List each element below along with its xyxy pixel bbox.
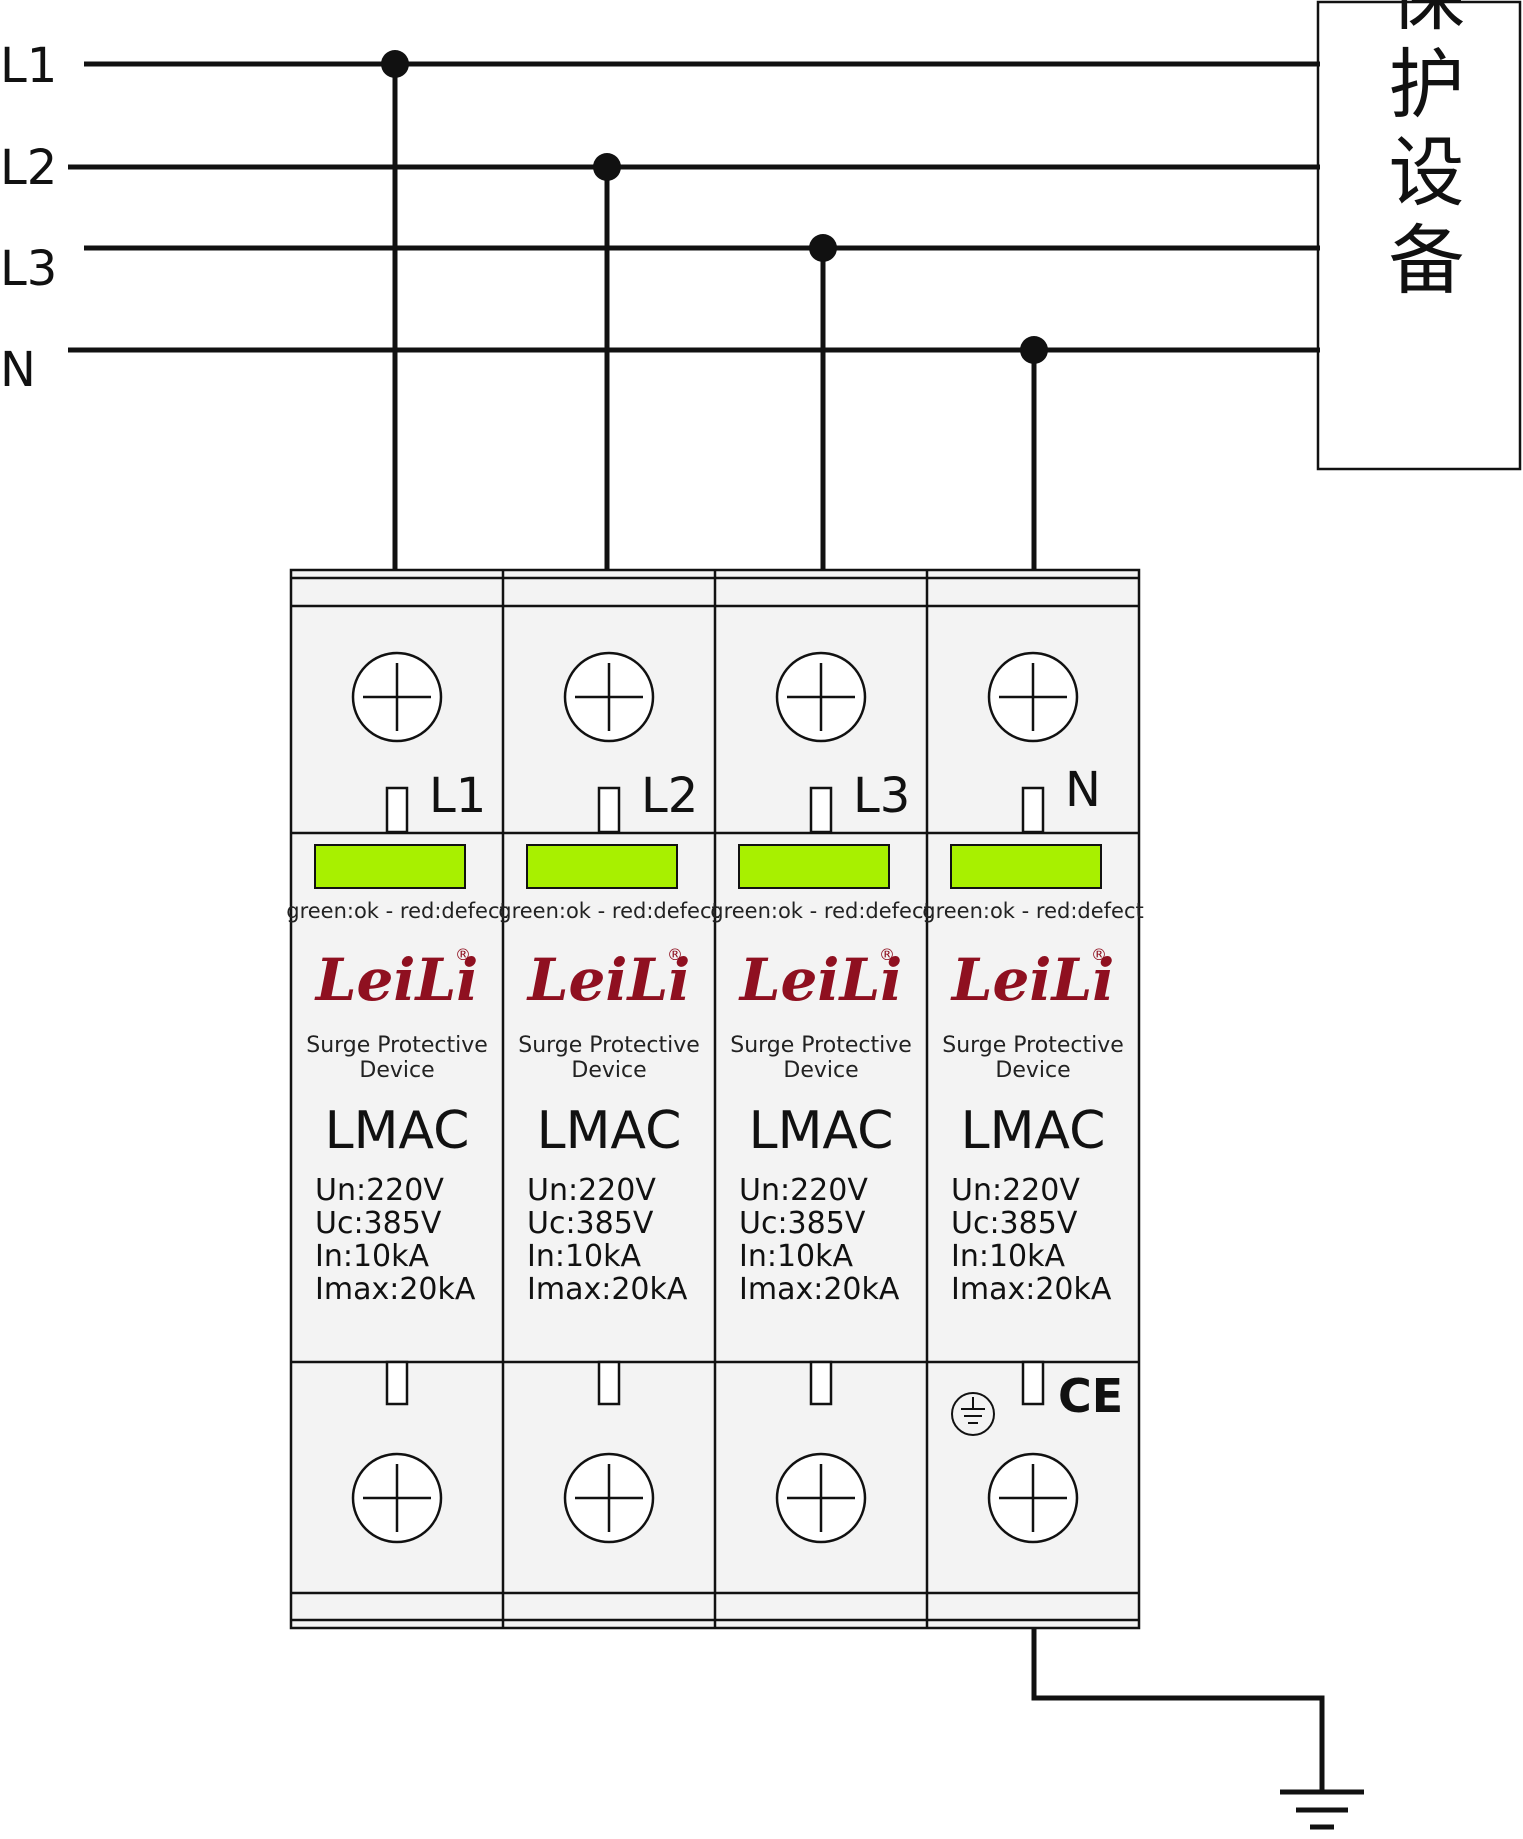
earth-ground-icon — [1280, 1789, 1364, 1830]
spec-line: In:10kA — [315, 1239, 430, 1274]
terminal-tab — [809, 1360, 833, 1406]
spec-line: Un:220V — [315, 1173, 444, 1208]
line-label-n: N — [0, 342, 36, 398]
status-legend: green:ok - red:defect — [498, 899, 720, 923]
junction-dot-n — [1020, 336, 1048, 364]
model-name: LMAC — [749, 1101, 894, 1161]
pole-terminal-label: L2 — [641, 768, 698, 824]
status-indicator — [314, 844, 466, 889]
registered-mark: ® — [667, 945, 683, 964]
screw-terminal-icon — [563, 651, 655, 743]
spec-line: Imax:20kA — [315, 1272, 476, 1307]
brand-logo: LeiLi — [738, 946, 903, 1014]
junction-dot-l2 — [593, 153, 621, 181]
device-description-line1: Surge Protective — [306, 1033, 488, 1058]
status-indicator — [526, 844, 678, 889]
terminal-tab — [1021, 786, 1045, 834]
device-description-line2: Device — [783, 1058, 858, 1083]
junction-dot-l3 — [809, 234, 837, 262]
terminal-tab — [597, 1360, 621, 1406]
drop-wires — [392, 64, 1037, 570]
spec-line: Uc:385V — [527, 1206, 654, 1241]
spec-line: In:10kA — [739, 1239, 854, 1274]
screw-terminal-icon — [775, 651, 867, 743]
line-label-l3: L3 — [0, 241, 57, 297]
spec-line: Imax:20kA — [951, 1272, 1112, 1307]
spec-line: Uc:385V — [315, 1206, 442, 1241]
junction-dot-l1 — [381, 50, 409, 78]
spec-line: Un:220V — [527, 1173, 656, 1208]
screw-terminal-icon — [987, 1452, 1079, 1544]
ground-wire — [1031, 1628, 1325, 1790]
spec-line: Un:220V — [951, 1173, 1080, 1208]
terminal-tab — [809, 786, 833, 834]
spec-line: Uc:385V — [739, 1206, 866, 1241]
registered-mark: ® — [1091, 945, 1107, 964]
pole-terminal-label: N — [1065, 762, 1101, 818]
device-description-line2: Device — [571, 1058, 646, 1083]
pole-terminal-label: L1 — [429, 768, 486, 824]
terminal-tab — [597, 786, 621, 834]
status-legend: green:ok - red:defect — [710, 899, 932, 923]
brand-logo: LeiLi — [526, 946, 691, 1014]
brand-logo: LeiLi — [950, 946, 1115, 1014]
device-description-line1: Surge Protective — [730, 1033, 912, 1058]
device-description-line1: Surge Protective — [942, 1033, 1124, 1058]
spec-line: Imax:20kA — [527, 1272, 688, 1307]
device-description-line1: Surge Protective — [518, 1033, 700, 1058]
model-name: LMAC — [325, 1101, 470, 1161]
line-label-l1: L1 — [0, 38, 57, 94]
ground-connection — [1031, 1628, 1325, 1790]
device-description-line2: Device — [995, 1058, 1070, 1083]
bus-lines — [68, 61, 1320, 353]
status-indicator — [738, 844, 890, 889]
ground-symbol-icon — [951, 1392, 995, 1436]
screw-terminal-icon — [775, 1452, 867, 1544]
protected-equipment-label: 被保护设备 — [1376, 0, 1465, 308]
protected-equipment-box — [1316, 0, 1522, 471]
model-name: LMAC — [961, 1101, 1106, 1161]
brand-logo: LeiLi — [314, 946, 479, 1014]
screw-terminal-icon — [563, 1452, 655, 1544]
pole-terminal-label: L3 — [853, 768, 910, 824]
spec-line: Imax:20kA — [739, 1272, 900, 1307]
registered-mark: ® — [455, 945, 471, 964]
screw-terminal-icon — [351, 651, 443, 743]
spec-line: Uc:385V — [951, 1206, 1078, 1241]
status-indicator — [950, 844, 1102, 889]
terminal-tab — [385, 786, 409, 834]
junction-dots — [381, 50, 1048, 364]
terminal-tab — [1021, 1360, 1045, 1406]
registered-mark: ® — [879, 945, 895, 964]
line-label-l2: L2 — [0, 140, 57, 196]
status-legend: green:ok - red:defect — [922, 899, 1144, 923]
terminal-tab — [385, 1360, 409, 1406]
spec-line: In:10kA — [951, 1239, 1066, 1274]
screw-terminal-icon — [351, 1452, 443, 1544]
model-name: LMAC — [537, 1101, 682, 1161]
ce-mark: CE — [1058, 1369, 1123, 1423]
screw-terminal-icon — [987, 651, 1079, 743]
spec-line: In:10kA — [527, 1239, 642, 1274]
spec-line: Un:220V — [739, 1173, 868, 1208]
spd-device — [289, 568, 1141, 1630]
device-description-line2: Device — [359, 1058, 434, 1083]
status-legend: green:ok - red:defect — [286, 899, 508, 923]
